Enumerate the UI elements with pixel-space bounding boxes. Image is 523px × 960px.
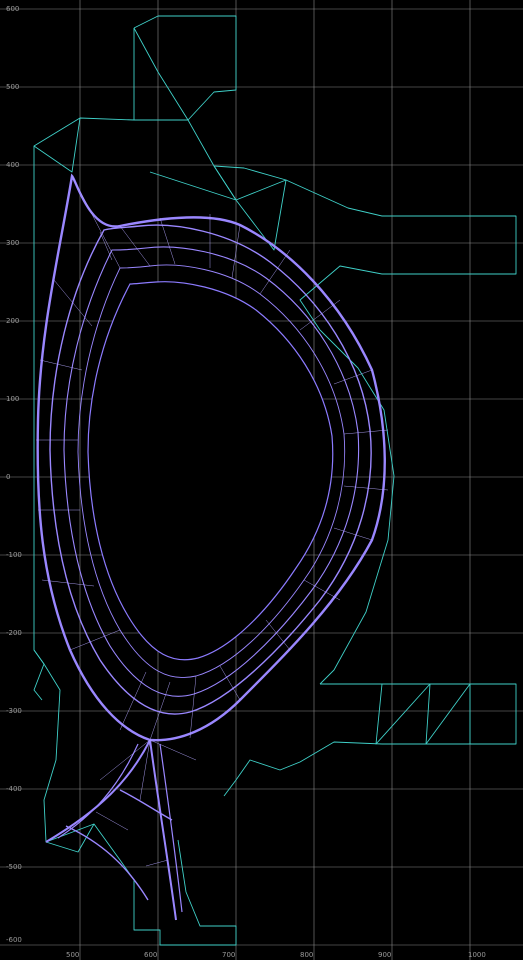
x-tick-label: 700 [222, 951, 235, 959]
y-tick-label: -500 [6, 863, 22, 871]
x-axis: 500 600 700 800 900 1000 [66, 951, 486, 959]
y-tick-label: 300 [6, 239, 19, 247]
y-tick-label: -300 [6, 707, 22, 715]
y-tick-label: 200 [6, 317, 19, 325]
x-tick-label: 900 [378, 951, 391, 959]
y-tick-label: -200 [6, 629, 22, 637]
y-tick-label: -600 [6, 936, 22, 944]
y-tick-label: 600 [6, 5, 19, 13]
y-tick-label: -400 [6, 785, 22, 793]
x-tick-label: 500 [66, 951, 79, 959]
y-tick-label: -100 [6, 551, 22, 559]
y-tick-label: 500 [6, 83, 19, 91]
x-tick-label: 600 [144, 951, 157, 959]
y-axis: 600 500 400 300 200 100 0 -100 -200 -300… [6, 5, 22, 944]
x-tick-label: 800 [300, 951, 313, 959]
plasma-mesh [36, 173, 389, 921]
y-tick-label: 100 [6, 395, 19, 403]
y-tick-label: 0 [6, 473, 10, 481]
y-tick-label: 400 [6, 161, 19, 169]
x-tick-label: 1000 [468, 951, 486, 959]
